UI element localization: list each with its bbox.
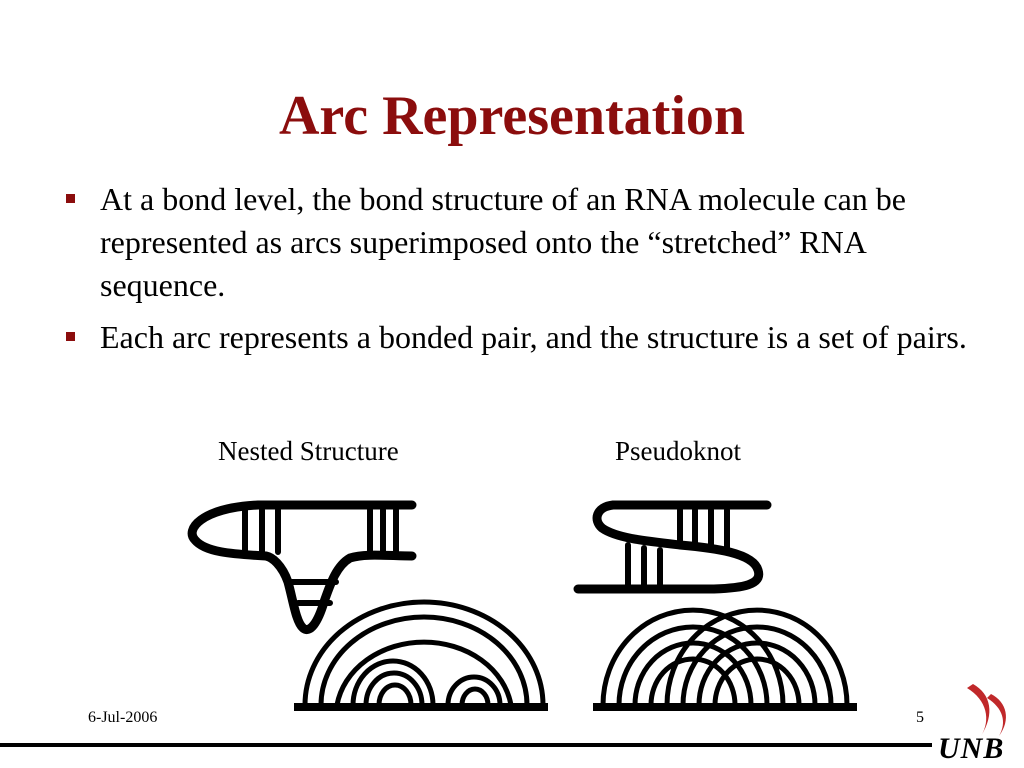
bullet-text: At a bond level, the bond structure of a… (100, 181, 906, 303)
square-bullet-icon (66, 194, 75, 203)
square-bullet-icon (66, 332, 75, 341)
bullet-item: At a bond level, the bond structure of a… (60, 178, 980, 307)
nested-structure-arc-diagram (294, 599, 548, 711)
unb-logo-text: UNB (938, 732, 1005, 765)
footer-date: 6-Jul-2006 (88, 709, 158, 726)
unb-sail-logo-icon (967, 684, 1006, 736)
page-number: 5 (916, 709, 924, 726)
pseudoknot-hairpin-drawing (573, 500, 772, 594)
footer-divider (0, 743, 932, 747)
pseudoknot-arc-diagram (593, 607, 857, 711)
slide-title: Arc Representation (278, 85, 746, 147)
nested-structure-caption: Nested Structure (218, 436, 399, 466)
bullet-list: At a bond level, the bond structure of a… (60, 178, 980, 368)
bullet-text: Each arc represents a bonded pair, and t… (100, 319, 967, 355)
pseudoknot-caption: Pseudoknot (615, 436, 742, 466)
bullet-item: Each arc represents a bonded pair, and t… (60, 316, 980, 359)
nested-structure-hairpin-drawing (187, 500, 417, 634)
